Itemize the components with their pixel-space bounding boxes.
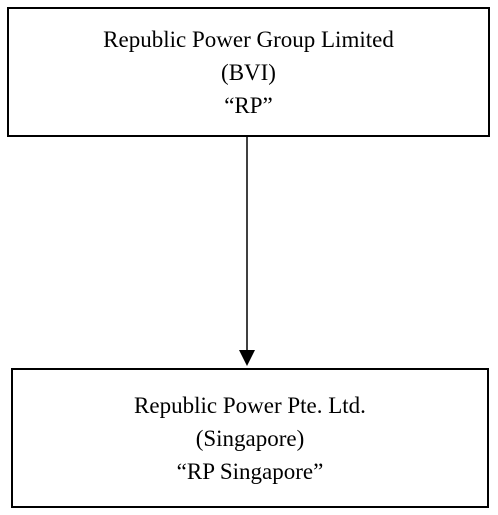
child-entity-name: Republic Power Pte. Ltd.: [134, 392, 366, 418]
parent-entity-box: Republic Power Group Limited (BVI) “RP”: [7, 7, 490, 137]
child-entity-short-name: “RP Singapore”: [176, 458, 324, 484]
parent-entity-name: Republic Power Group Limited: [103, 26, 394, 52]
child-entity-box: Republic Power Pte. Ltd. (Singapore) “RP…: [11, 368, 489, 508]
parent-entity-jurisdiction: (BVI): [221, 59, 276, 85]
arrowhead-icon: [239, 350, 255, 366]
child-entity-jurisdiction: (Singapore): [195, 425, 305, 451]
parent-entity-short-name: “RP”: [224, 92, 273, 118]
